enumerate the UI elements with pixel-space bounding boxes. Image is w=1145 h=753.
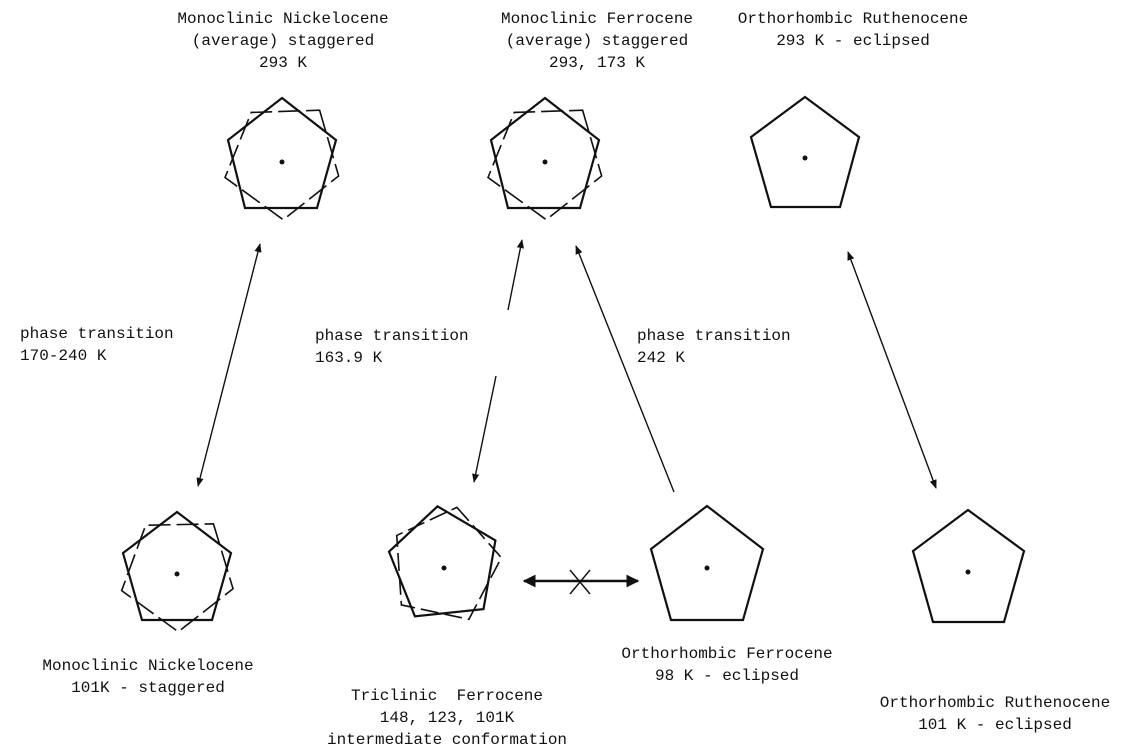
metal-center [802,155,808,161]
label-mono-nickelocene-293: Monoclinic Nickelocene(average) staggere… [177,10,389,72]
arrow-ruthenocene-transition [847,251,937,489]
molecule-triclinic-ferrocene [387,504,503,621]
metal-center [279,159,285,165]
metal-center [441,565,447,571]
molecule-mono-nickelocene-293 [224,96,340,221]
cp-ring-solid [649,504,765,622]
arrow-ferrocene-to-monoclinic [507,239,524,311]
molecule-ortho-ferrocene-98 [649,504,765,622]
cp-ring-solid [121,510,233,622]
arrow-ferrocene-to-triclinic [472,375,497,483]
molecule-mono-ferrocene-293 [487,96,603,221]
cp-ring-solid [749,95,861,209]
cp-ring-dashed [120,523,234,633]
metal-center [174,571,180,577]
molecule-ortho-ruthenocene-101 [911,508,1026,624]
metal-center [704,565,710,571]
cp-ring-solid [489,96,601,210]
cp-ring-solid [387,504,497,618]
molecule-ortho-ruthenocene-293 [749,95,861,209]
cp-ring-solid [911,508,1026,624]
arrow-nickelocene-transition [196,243,262,487]
molecule-mono-nickelocene-101 [120,510,234,633]
cross-mark [569,569,591,595]
metal-center [965,569,971,575]
cp-ring-dashed [395,506,503,621]
metal-center [542,159,548,165]
cp-ring-solid [226,96,338,210]
blocked-transition-arrow [522,569,640,595]
arrow-ortho-to-monoclinic-ferrocene [575,245,675,493]
